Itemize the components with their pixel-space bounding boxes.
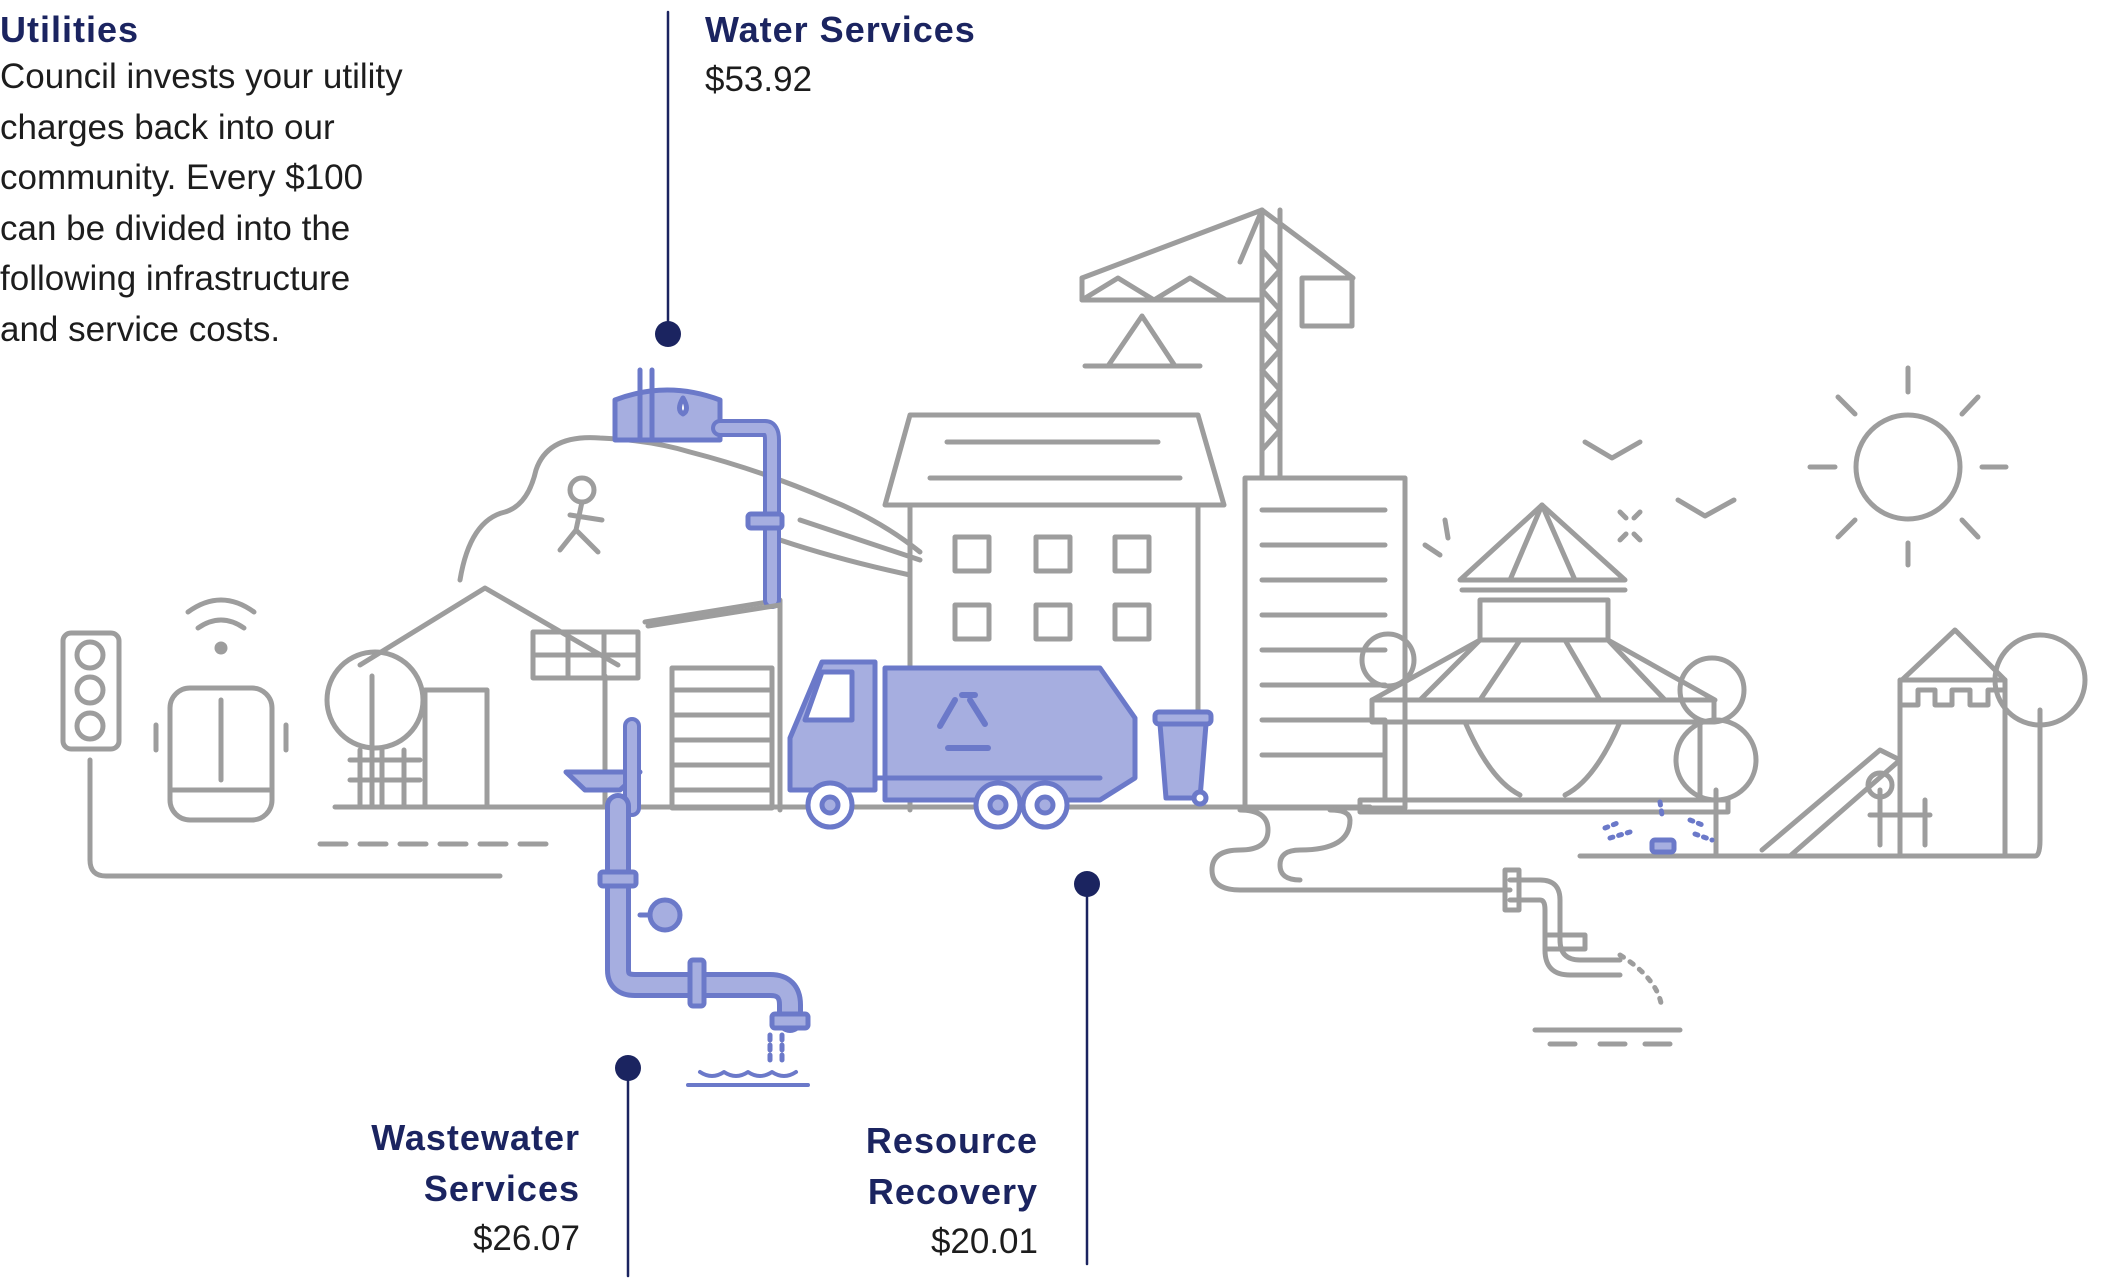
utilities-body: Council invests your utility charges bac… (0, 57, 403, 349)
water-services-title: Water Services (705, 9, 976, 50)
water-services-label: Water Services $53.92 (705, 8, 976, 108)
resource-recovery-title: Resource Recovery (865, 1120, 1038, 1212)
bus-icon (153, 597, 289, 823)
wastewater-services-title: Wastewater Services (371, 1117, 580, 1209)
garbage-truck-icon (787, 659, 1138, 830)
tree-icon (1673, 717, 1759, 859)
water-services-amount: $53.92 (705, 60, 813, 99)
water-callout-dot (655, 321, 681, 347)
traffic-light-icon (60, 630, 122, 752)
sprinkler-icon (1602, 799, 1715, 855)
wastewater-services-amount: $26.07 (472, 1219, 580, 1258)
storm-drain-pipe-icon (1209, 807, 1683, 1047)
utilities-description: Utilities Council invests your utility c… (0, 8, 520, 355)
callout-markers (615, 10, 1100, 1278)
carousel-tent-icon (1357, 502, 1747, 815)
utilities-title: Utilities (0, 9, 140, 50)
resource-callout-dot (1074, 871, 1100, 897)
tower-building-icon (1242, 475, 1408, 811)
playground-icon (1759, 627, 2088, 859)
wastewater-callout-dot (615, 1055, 641, 1081)
garage-icon (645, 602, 783, 811)
wheelie-bin-icon (1152, 709, 1214, 807)
wastewater-services-label: Wastewater Services $26.07 (371, 1112, 580, 1264)
recycle-icon (937, 692, 991, 751)
crane-icon (1079, 207, 1356, 481)
sun-icon (1807, 365, 2009, 568)
resource-recovery-amount: $20.01 (930, 1222, 1038, 1261)
water-pipe-icon (711, 419, 785, 609)
wastewater-pipe-icon (563, 717, 811, 1087)
resource-recovery-label: Resource Recovery $20.01 (866, 1115, 1038, 1267)
bird-icon (1582, 439, 1737, 543)
water-tank-icon (612, 367, 723, 443)
dog-icon (1865, 770, 1933, 848)
